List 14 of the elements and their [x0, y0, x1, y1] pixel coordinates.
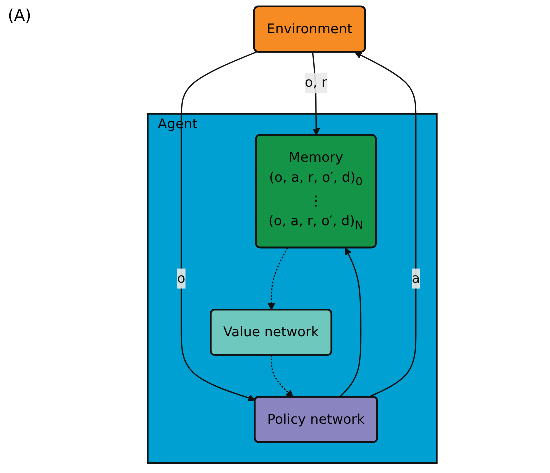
process-box: Memory (o, a, r, o′, d)$_{0}$ ⋮ (o, a, r, o′, d)$_{N}$	[255, 134, 377, 249]
panel-label: (A)	[8, 6, 32, 25]
edge-label: o, r	[305, 72, 328, 94]
process-box: Policy network	[254, 396, 378, 444]
arrow	[270, 356, 294, 398]
arrow	[180, 51, 258, 402]
arrow	[354, 52, 417, 398]
arrow	[312, 52, 320, 136]
edge-label: o	[177, 268, 186, 289]
arrow	[268, 248, 288, 311]
edge-label: a	[412, 268, 420, 289]
arrow	[339, 248, 362, 398]
process-box: Value network	[210, 308, 333, 356]
process-box: Environment	[254, 6, 366, 53]
